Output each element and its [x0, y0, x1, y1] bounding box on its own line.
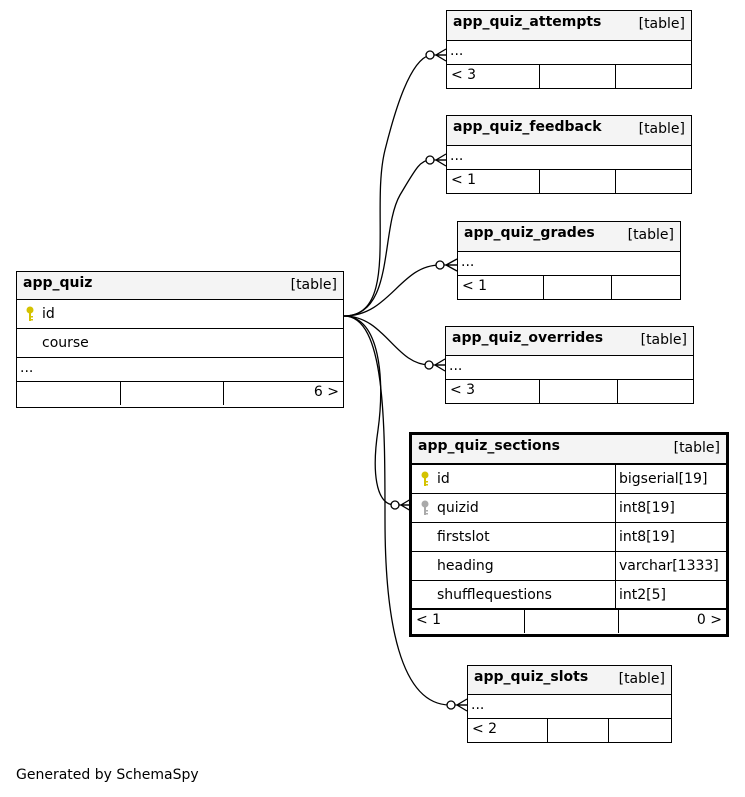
table-name: app_quiz_attempts — [453, 14, 602, 30]
edge-optional-marker — [446, 700, 456, 710]
column-row: id bigserial[19] — [412, 465, 726, 494]
primary-key-icon — [26, 306, 34, 321]
table-footer: < 1 0 > — [412, 610, 726, 633]
more-columns: ... — [446, 356, 693, 380]
edge-app-quiz-to-slots — [343, 315, 467, 706]
table-footer: 6 > — [17, 382, 343, 405]
edge-optional-marker — [435, 260, 445, 270]
table-header: app_quiz_sections [table] — [412, 435, 726, 465]
edge-many-marker — [444, 258, 458, 272]
table-name: app_quiz — [23, 275, 93, 291]
table-header: app_quiz_attempts [table] — [447, 11, 691, 41]
parents-count[interactable]: < 1 — [416, 612, 442, 628]
edge-optional-marker — [424, 360, 434, 370]
table-name: app_quiz_overrides — [452, 330, 604, 346]
table-app-quiz-overrides[interactable]: app_quiz_overrides [table] ... < 3 — [445, 326, 694, 404]
edge-optional-marker — [425, 50, 435, 60]
children-count[interactable]: 0 > — [696, 612, 722, 628]
table-app-quiz-sections[interactable]: app_quiz_sections [table] id bigserial[1… — [409, 432, 729, 637]
table-name: app_quiz_sections — [418, 438, 560, 454]
table-app-quiz-attempts[interactable]: app_quiz_attempts [table] ... < 3 — [446, 10, 692, 89]
parents-count[interactable]: < 1 — [462, 278, 488, 294]
ellipsis-text: ... — [471, 697, 485, 713]
more-columns: ... — [468, 695, 671, 719]
ellipsis-text: ... — [449, 358, 463, 374]
table-footer: < 2 — [468, 719, 671, 742]
table-footer: < 1 — [458, 276, 680, 299]
table-type: [table] — [290, 277, 337, 293]
table-header: app_quiz_feedback [table] — [447, 116, 691, 146]
more-columns: ... — [458, 252, 680, 276]
ellipsis-text: ... — [450, 43, 464, 59]
parents-count[interactable]: < 3 — [450, 382, 476, 398]
column-row: course — [17, 329, 343, 358]
table-header: app_quiz_grades [table] — [458, 222, 680, 252]
table-type: [table] — [618, 671, 665, 687]
column-type: int2[5] — [619, 587, 666, 603]
column-row: quizid int8[19] — [412, 494, 726, 523]
ellipsis-text: ... — [461, 254, 475, 270]
ellipsis-text: ... — [20, 360, 34, 376]
edge-app-quiz-to-attempts — [343, 54, 446, 317]
primary-key-icon — [421, 471, 429, 486]
parents-count[interactable]: < 1 — [451, 172, 477, 188]
table-type: [table] — [640, 332, 687, 348]
column-name: shufflequestions — [437, 587, 552, 603]
table-type: [table] — [638, 121, 685, 137]
column-row: id — [17, 300, 343, 329]
column-row: heading varchar[1333] — [412, 552, 726, 581]
more-columns: ... — [17, 358, 343, 382]
column-name: id — [42, 306, 55, 322]
column-type: bigserial[19] — [619, 471, 708, 487]
table-footer: < 3 — [446, 380, 693, 403]
edge-app-quiz-to-overrides — [343, 315, 445, 366]
table-app-quiz-slots[interactable]: app_quiz_slots [table] ... < 2 — [467, 665, 672, 743]
children-count[interactable]: 6 > — [313, 384, 339, 400]
edge-app-quiz-to-feedback — [343, 159, 446, 317]
column-name: course — [42, 335, 89, 351]
table-app-quiz[interactable]: app_quiz [table] id course ... 6 > — [16, 271, 344, 408]
column-name: id — [437, 471, 450, 487]
table-header: app_quiz [table] — [17, 272, 343, 300]
table-name: app_quiz_grades — [464, 225, 595, 241]
column-row: shufflequestions int2[5] — [412, 581, 726, 610]
edge-many-marker — [455, 698, 468, 712]
foreign-key-icon — [421, 500, 429, 515]
parents-count[interactable]: < 2 — [472, 721, 498, 737]
more-columns: ... — [447, 41, 691, 65]
parents-count[interactable]: < 3 — [451, 67, 477, 83]
edge-many-marker — [434, 153, 447, 167]
table-app-quiz-feedback[interactable]: app_quiz_feedback [table] ... < 1 — [446, 115, 692, 194]
table-app-quiz-grades[interactable]: app_quiz_grades [table] ... < 1 — [457, 221, 681, 300]
column-name: heading — [437, 558, 494, 574]
table-name: app_quiz_feedback — [453, 119, 602, 135]
column-row: firstslot int8[19] — [412, 523, 726, 552]
table-footer: < 3 — [447, 65, 691, 88]
more-columns: ... — [447, 146, 691, 170]
table-header: app_quiz_slots [table] — [468, 666, 671, 695]
table-type: [table] — [638, 16, 685, 32]
edge-optional-marker — [390, 500, 400, 510]
generated-by-footer: Generated by SchemaSpy — [16, 767, 199, 783]
column-name: firstslot — [437, 529, 490, 545]
edge-many-marker — [434, 48, 447, 62]
table-footer: < 1 — [447, 170, 691, 193]
table-header: app_quiz_overrides [table] — [446, 327, 693, 356]
table-type: [table] — [673, 440, 720, 456]
column-type: varchar[1333] — [619, 558, 719, 574]
edge-optional-marker — [425, 155, 435, 165]
table-name: app_quiz_slots — [474, 669, 589, 685]
ellipsis-text: ... — [450, 148, 464, 164]
column-name: quizid — [437, 500, 479, 516]
edge-app-quiz-to-grades — [343, 264, 457, 317]
edge-many-marker — [433, 358, 446, 372]
column-type: int8[19] — [619, 529, 675, 545]
edge-app-quiz-to-sections — [343, 315, 411, 506]
table-type: [table] — [627, 227, 674, 243]
column-type: int8[19] — [619, 500, 675, 516]
